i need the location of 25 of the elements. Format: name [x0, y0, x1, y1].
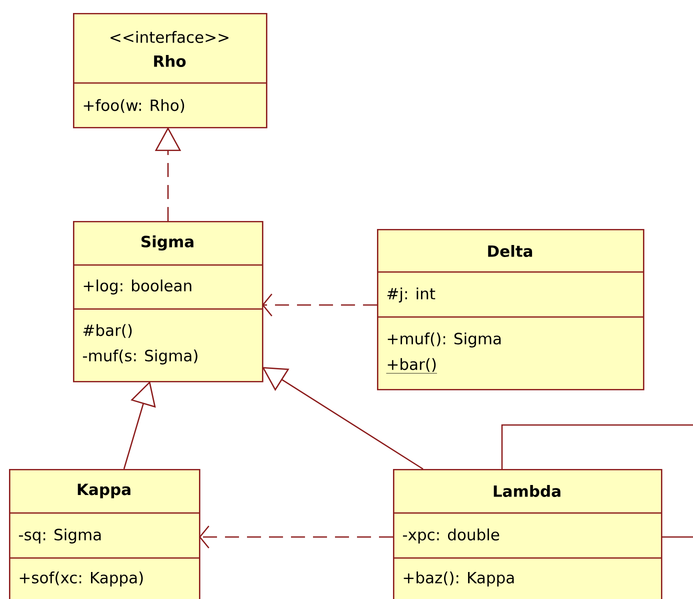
- dependency-arrow: [262, 294, 377, 316]
- class-name: Kappa: [78, 484, 130, 498]
- operation-text: +muf(): Sigma: [388, 332, 501, 348]
- class-box: [377, 229, 644, 390]
- association-line: [501, 424, 693, 538]
- operation-text: +sof(xc: Kappa): [20, 572, 143, 586]
- operation-text: +baz(): Kappa: [404, 572, 514, 586]
- operation-text: +bar(): [386, 358, 438, 374]
- class-box: [73, 221, 264, 382]
- class-name: Rho: [154, 55, 186, 67]
- attribute-text: +log: boolean: [84, 280, 192, 294]
- attribute-text: #j: int: [387, 288, 436, 302]
- dependency-arrow: [199, 526, 393, 548]
- attribute-text: -sq: Sigma: [18, 528, 101, 544]
- operation-text: #bar(): [83, 324, 132, 338]
- operation-text: +foo(w: Rho): [84, 99, 184, 113]
- class-box: [9, 469, 200, 599]
- class-name: Delta: [488, 245, 532, 257]
- class-box: [393, 469, 662, 599]
- class-name: Sigma: [142, 235, 194, 251]
- operation-text: -muf(s: Sigma): [82, 350, 198, 364]
- class-box: [73, 13, 268, 128]
- stereotype-label: <<interface>>: [110, 31, 228, 43]
- class-name: Lambda: [494, 485, 560, 497]
- attribute-text: -xpc: double: [402, 528, 500, 544]
